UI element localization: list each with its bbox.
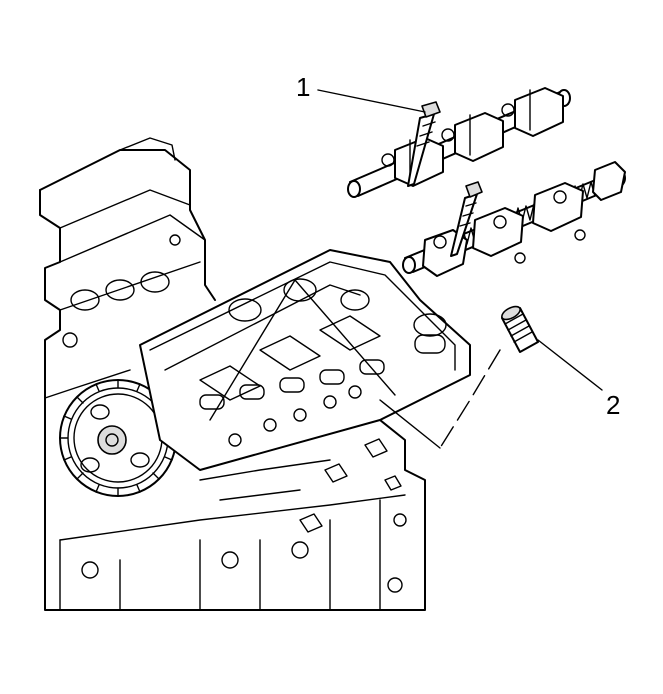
rocker-arm-shaft-lower <box>402 161 626 277</box>
stud-install-path-return <box>379 399 441 449</box>
pushrod-guide-stud <box>501 305 539 353</box>
callout-1-label: 1 <box>296 72 311 102</box>
rocker-arm-shaft-upper <box>347 87 571 198</box>
callout-2-label: 2 <box>606 390 621 420</box>
engine-block <box>39 137 426 611</box>
cylinder-head <box>139 249 471 471</box>
leader-line-2 <box>537 339 603 391</box>
leader-line-1 <box>317 89 426 113</box>
leader-lines <box>317 89 603 449</box>
stud-install-path <box>439 349 501 449</box>
